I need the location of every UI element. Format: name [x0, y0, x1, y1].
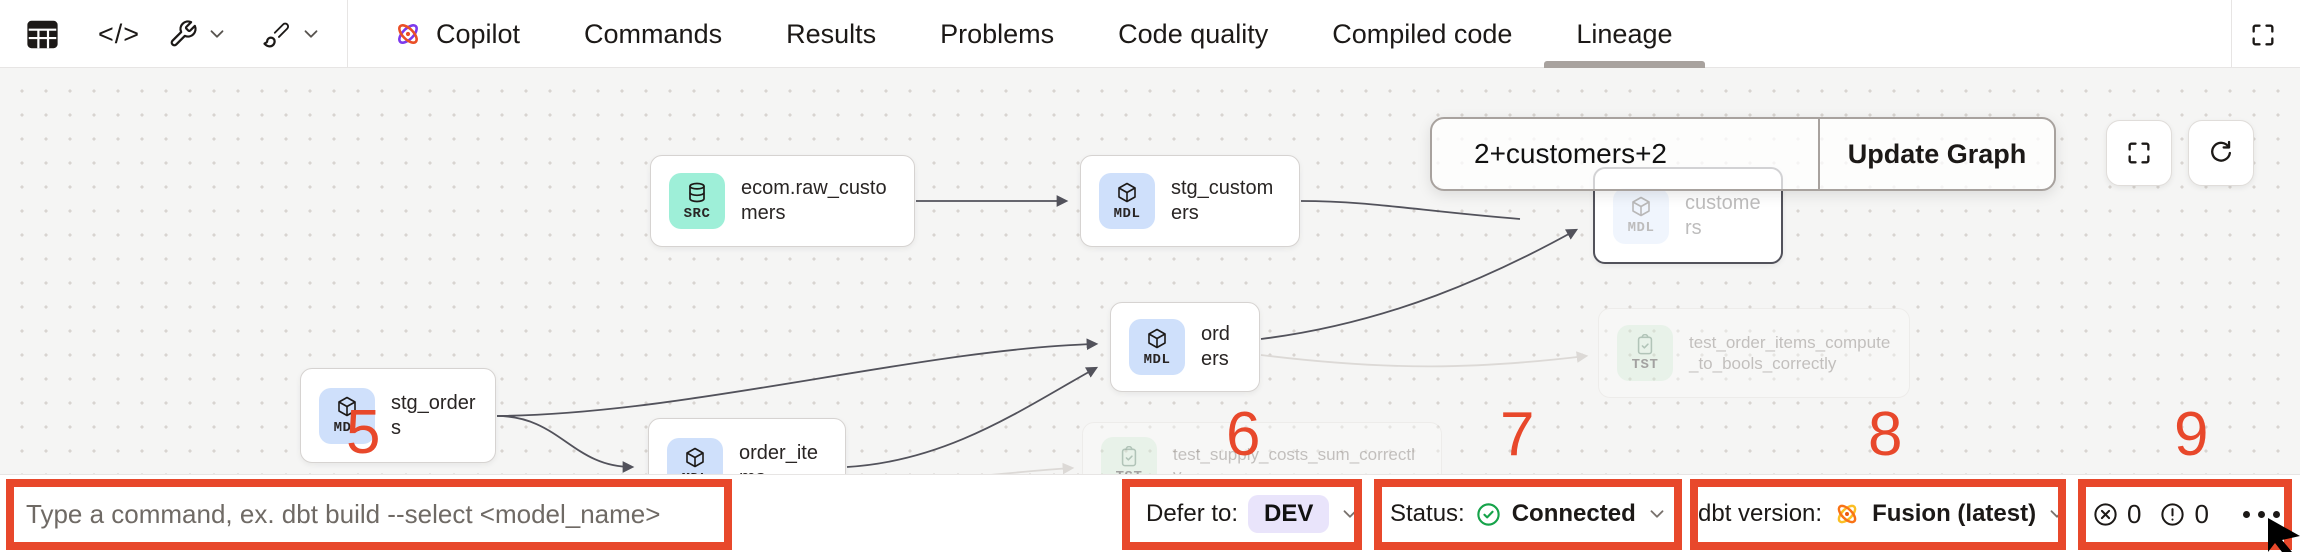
clipboard-check-icon [1637, 333, 1653, 354]
node-label: stg_customers [1171, 177, 1274, 224]
command-input[interactable] [26, 489, 1026, 539]
model-badge: MDL [319, 387, 375, 444]
wrench-icon [170, 20, 197, 47]
code-icon: </> [98, 18, 141, 49]
tab-copilot[interactable]: Copilot [392, 0, 520, 68]
toolbar-divider [2231, 0, 2232, 68]
node-label: orders [1201, 323, 1230, 370]
fusion-logo-icon [1837, 504, 1857, 524]
node-type-label: MDL [1627, 220, 1655, 236]
refresh-icon [2211, 140, 2232, 162]
lineage-canvas[interactable]: SRC ecom.raw_customers MDL stg_customers… [0, 69, 2300, 514]
node-label: test_order_items_compute_to_bools_correc… [1689, 332, 1891, 373]
chevron-down-icon [1343, 510, 1357, 518]
node-type-label: MDL [333, 420, 361, 436]
tab-compiled-code[interactable]: Compiled code [1332, 0, 1512, 68]
panel-tabs: Copilot Commands Results Problems Code q… [392, 0, 1705, 68]
node-label: ecom.raw_customers [741, 177, 887, 224]
chevron-down-icon [1650, 510, 1664, 518]
circle-x-icon [2094, 502, 2117, 526]
problems-summary: 0 0 [2092, 475, 2280, 552]
copilot-logo-icon [398, 24, 418, 44]
fit-view-button[interactable] [2106, 120, 2172, 186]
node-label: customers [1685, 191, 1761, 239]
tab-results[interactable]: Results [786, 0, 876, 68]
node-label: stg_orders [391, 391, 476, 439]
node-type-label: SRC [683, 205, 711, 222]
tab-label: Commands [584, 18, 723, 49]
fit-view-icon [2128, 142, 2150, 164]
defer-to-dropdown[interactable]: Defer to: DEV [1146, 475, 1361, 552]
editor-toolbar: </> Copilot Commands Results Problems Co… [0, 0, 2300, 68]
dbt-version-label: dbt version: [1698, 500, 1823, 527]
database-icon [689, 182, 705, 202]
model-cube-icon [1118, 182, 1136, 202]
check-circle-icon [1477, 502, 1500, 526]
tab-label: Lineage [1576, 18, 1673, 49]
table-icon [27, 20, 58, 48]
cleanup-tools-button[interactable] [262, 14, 322, 54]
node-type-label: TST [1631, 356, 1659, 373]
ellipsis-icon [2242, 510, 2250, 518]
expand-panel-button[interactable] [2244, 16, 2282, 54]
model-badge: MDL [1129, 319, 1185, 375]
tab-code-quality[interactable]: Code quality [1118, 0, 1268, 68]
chevron-down-icon [210, 30, 224, 38]
dbt-version-value: Fusion (latest) [1872, 500, 2037, 527]
model-cube-icon [1632, 196, 1650, 217]
model-badge: MDL [1613, 187, 1669, 244]
selector-divider [1818, 119, 1820, 189]
lineage-node-test-order-items[interactable]: TST test_order_items_compute_to_bools_co… [1598, 308, 1910, 398]
model-badge: MDL [1099, 173, 1155, 229]
tab-label: Copilot [436, 18, 521, 49]
tab-label: Compiled code [1332, 18, 1513, 49]
tab-problems[interactable]: Problems [940, 0, 1054, 68]
toolbar-divider [347, 0, 348, 68]
node-content: MDL customers [1613, 187, 1763, 244]
chevron-down-icon [304, 30, 318, 38]
clipboard-check-icon [1121, 445, 1137, 466]
status-dropdown[interactable]: Status: Connected [1390, 475, 1668, 552]
test-badge: TST [1617, 325, 1673, 381]
chevron-down-icon [2050, 510, 2064, 518]
error-count: 0 [2127, 498, 2142, 529]
build-tools-button[interactable] [168, 14, 228, 54]
lineage-node-stg-orders[interactable]: MDL stg_orders [300, 368, 496, 463]
status-label: Status: [1390, 500, 1465, 527]
lineage-node-stg-customers[interactable]: MDL stg_customers [1080, 155, 1300, 247]
lineage-selector-widget: 2+customers+2 Update Graph [1430, 117, 2056, 191]
status-value: Connected [1511, 500, 1636, 527]
tab-lineage[interactable]: Lineage [1544, 0, 1705, 68]
tab-label: Code quality [1118, 18, 1269, 49]
dbt-version-dropdown[interactable]: dbt version: Fusion (latest) [1698, 475, 2068, 552]
more-options-button[interactable] [2242, 510, 2280, 518]
table-preview-button[interactable] [26, 14, 59, 54]
model-cube-icon [338, 396, 356, 417]
tab-label: Results [786, 18, 877, 49]
update-graph-button[interactable]: Update Graph [1847, 138, 2027, 169]
lineage-selector-input[interactable]: 2+customers+2 [1474, 138, 1667, 169]
defer-env-badge: DEV [1248, 495, 1330, 533]
fullscreen-icon [2252, 24, 2274, 46]
model-cube-icon [1148, 328, 1166, 348]
command-status-bar: Defer to: DEV Status: Connected dbt vers… [0, 474, 2300, 552]
lineage-node-raw-customers[interactable]: SRC ecom.raw_customers [650, 155, 915, 247]
tab-commands[interactable]: Commands [584, 0, 722, 68]
circle-alert-icon [2161, 502, 2185, 526]
code-view-button[interactable]: </> [98, 14, 140, 54]
broom-icon [263, 22, 289, 48]
tab-label: Problems [940, 18, 1055, 49]
refresh-graph-button[interactable] [2188, 120, 2254, 186]
warning-count: 0 [2194, 498, 2209, 529]
source-badge: SRC [669, 173, 725, 229]
lineage-node-orders[interactable]: MDL orders [1110, 302, 1260, 392]
defer-label: Defer to: [1146, 500, 1239, 527]
node-type-label: MDL [1143, 351, 1171, 368]
node-type-label: MDL [1113, 205, 1141, 222]
model-cube-icon [686, 447, 704, 467]
